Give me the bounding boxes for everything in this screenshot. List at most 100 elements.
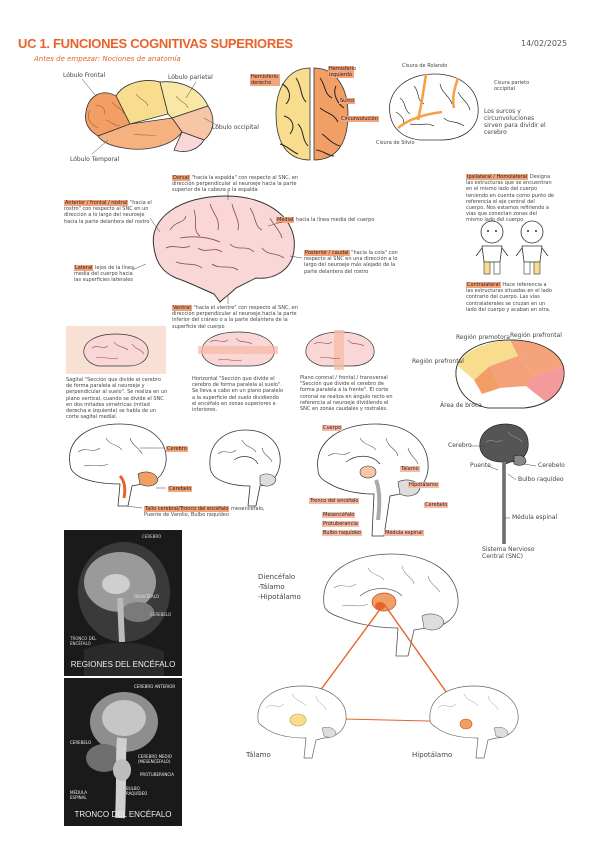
- anterior-label: Anterior / frontal / rostral: [64, 200, 129, 206]
- posterior-text: "hacia la cola" con respecto al SNC en u…: [304, 250, 398, 275]
- contralateral-description: Contralateral Hace referencia a las estr…: [466, 282, 554, 313]
- label-hipotalamo-detail: Hipotálamo: [408, 482, 439, 489]
- page-title: UC 1. FUNCIONES COGNITIVAS SUPERIORES: [18, 36, 293, 51]
- diencephalon-item-talamo: -Tálamo: [258, 583, 285, 591]
- sagittal-text: "Sección que divide el cerebro de forma …: [66, 377, 168, 421]
- label-bulbo-detail: Bulbo raquídeo: [322, 530, 362, 537]
- figures-illustration: [475, 220, 549, 275]
- dorsal-label: Dorsal: [172, 175, 191, 181]
- anterior-text: "hacia el rostro" con respecto al SNC en…: [64, 200, 152, 225]
- photo-tronco-encefalo: CEREBRO ANTERIOR CEREBELO CEREBRO MEDIO …: [64, 678, 182, 826]
- ventral-description: Ventral "hacia el vientre" con respecto …: [172, 305, 310, 330]
- p1-label-cerebro: CEREBRO: [142, 534, 162, 539]
- contralateral-text: Hace referencia a las estructuras situad…: [466, 282, 552, 313]
- directions-brain-illustration: [152, 195, 295, 303]
- ipsilateral-text: Designa las estructuras que se encuentra…: [466, 174, 554, 224]
- p2-label-protuberancia: PROTUBERANCIA: [140, 772, 175, 777]
- tallo-rest: mesencéfalo, Puente de Varolio, Bulbo ra…: [144, 506, 265, 519]
- posterior-label: Posterior / caudal: [304, 250, 350, 256]
- diencephalon-item-hipotalamo: -Hipotálamo: [258, 593, 301, 601]
- diencephalon-title: Diencéfalo: [258, 573, 296, 581]
- label-hemisferio-derecho: Hemisferio derecho: [250, 74, 280, 87]
- coronal-plane-brain: [305, 330, 375, 370]
- p2-label-cerebro-anterior: CEREBRO ANTERIOR: [134, 684, 176, 689]
- photo-caption-tronco: TRONCO DEL ENCÉFALO: [74, 810, 172, 819]
- p2-label-medula: MÉDULA ESPINAL: [70, 790, 88, 800]
- lobes-brain-illustration: [85, 80, 214, 152]
- label-cerebelo-detail: Cerebelo: [424, 502, 449, 509]
- label-lobulo-parietal: Lóbulo parietal: [168, 74, 213, 81]
- medial-description: Medial hacia la línea media del cuerpo: [276, 217, 386, 223]
- label-cisura-parieto: Cisura parieto occipital: [494, 80, 530, 93]
- horizontal-description: Horizontal "Sección que divide el cerebr…: [192, 376, 284, 413]
- label-circunvolucion: Circunvolución: [340, 116, 379, 123]
- label-medula-detail: Médula espinal: [384, 530, 424, 537]
- frontal-regions-brain: [455, 339, 565, 409]
- coronal-description: Plano coronal / frontal / transversal "S…: [300, 375, 400, 412]
- p1-label-diencefalo: DIENCÉFALO: [134, 594, 160, 599]
- medial-text: hacia la línea media del cuerpo: [296, 217, 375, 223]
- label-medula-cns: Médula espinal: [512, 514, 558, 521]
- label-cuerpo: Cuerpo: [322, 425, 343, 432]
- posterior-description: Posterior / caudal "hacia la cola" con r…: [304, 250, 398, 275]
- label-cisura-silvio: Cisura de Silvio: [376, 140, 415, 146]
- ventral-label: Ventral: [172, 305, 192, 311]
- photo-caption-regiones: REGIONES DEL ENCÉFALO: [70, 660, 176, 669]
- talamo-brain: [257, 685, 347, 759]
- p2-label-bulbo: BULBO RAQUÍDEO: [126, 786, 148, 796]
- label-hemisferio-izquierdo: Hemisferio izquierdo: [328, 66, 357, 79]
- ipsilateral-description: Ipsilateral / Homolateral Designa las es…: [466, 174, 554, 224]
- label-cerebro-cns: Cerebro: [448, 442, 472, 449]
- label-lobulo-temporal: Lóbulo Temporal: [70, 156, 120, 163]
- label-hipotalamo-bottom: Hipotálamo: [412, 751, 453, 759]
- horizontal-label: Horizontal: [192, 376, 218, 382]
- label-talamo-detail: Tálamo: [400, 466, 420, 473]
- label-region-prefrontal-top: Región prefrontal: [510, 332, 562, 339]
- coronal-text: "Sección que divide el cerebro de forma …: [300, 381, 393, 413]
- label-protuberancia: Protuberancia: [322, 521, 359, 528]
- p2-label-cerebro-medio: CEREBRO MEDIO (MESENCÉFALO): [138, 754, 172, 764]
- medial-label: Medial: [276, 217, 295, 223]
- label-mesencefalo: Mesencéfalo: [322, 512, 356, 519]
- subtitle: Antes de empezar: Nociones de anatomía: [34, 55, 181, 63]
- label-bulbo-cns: Bulbo raquídeo: [518, 476, 564, 483]
- hipotalamo-brain: [429, 685, 519, 759]
- anterior-description: Anterior / frontal / rostral "hacia el r…: [64, 200, 152, 225]
- label-lobulo-occipital: Lóbulo occipital: [212, 124, 259, 131]
- label-cerebro-sagittal: Cerebro: [166, 446, 188, 453]
- horizontal-text: "Sección que divide el cerebro de forma …: [192, 376, 284, 414]
- dorsal-description: Dorsal "hacia la espalda" con respecto a…: [172, 175, 300, 194]
- ventral-text: "hacia el vientre" con respecto al SNC, …: [172, 305, 298, 330]
- hemispheres-brain-illustration: [275, 67, 349, 161]
- tallo-label: Tallo cerebral/Tronco del encéfalo: [144, 506, 230, 512]
- label-lobulo-frontal: Lóbulo Frontal: [63, 72, 106, 79]
- p1-label-cerebelo: CEREBELO: [150, 612, 172, 617]
- sulci-brain-illustration: [389, 73, 479, 141]
- tallo-description: Tallo cerebral/Tronco del encéfalo mesen…: [144, 506, 268, 518]
- cns-illustration: [479, 423, 529, 544]
- label-snc: Sistema Nervioso Central (SNC): [482, 546, 535, 560]
- lateral-description: Lateral lejos de la línea media del cuer…: [74, 265, 136, 284]
- sagittal-label: Sagital: [66, 377, 84, 383]
- label-surco: Surco: [339, 98, 356, 105]
- label-tronco-side: Tronco del encéfalo: [309, 498, 360, 505]
- contralateral-label: Contralateral: [466, 282, 501, 288]
- horizontal-plane-brain: [198, 331, 278, 367]
- label-area-broca: Área de broca: [440, 402, 482, 409]
- ipsilateral-label: Ipsilateral / Homolateral: [466, 174, 529, 180]
- label-region-premotora: Región premotora: [456, 334, 510, 341]
- sulci-note: Los surcos y circunvoluciones sirven par…: [484, 108, 546, 136]
- sagittal-section-illustration: [69, 423, 167, 507]
- label-cerebelo-cns: Cerebelo: [538, 462, 565, 469]
- label-cerebelo-sagittal: Cerebelo: [168, 486, 193, 493]
- date: 14/02/2025: [521, 39, 568, 48]
- label-talamo-bottom: Tálamo: [246, 751, 271, 759]
- label-cisura-rolando: Cisura de Rolando: [402, 63, 448, 69]
- p2-label-cerebelo: CEREBELO: [70, 740, 92, 745]
- lateral-label: Lateral: [74, 265, 94, 271]
- label-region-prefrontal-left: Región prefrontal: [412, 358, 464, 365]
- lateral-text: lejos de la línea media del cuerpo hacia…: [74, 265, 135, 284]
